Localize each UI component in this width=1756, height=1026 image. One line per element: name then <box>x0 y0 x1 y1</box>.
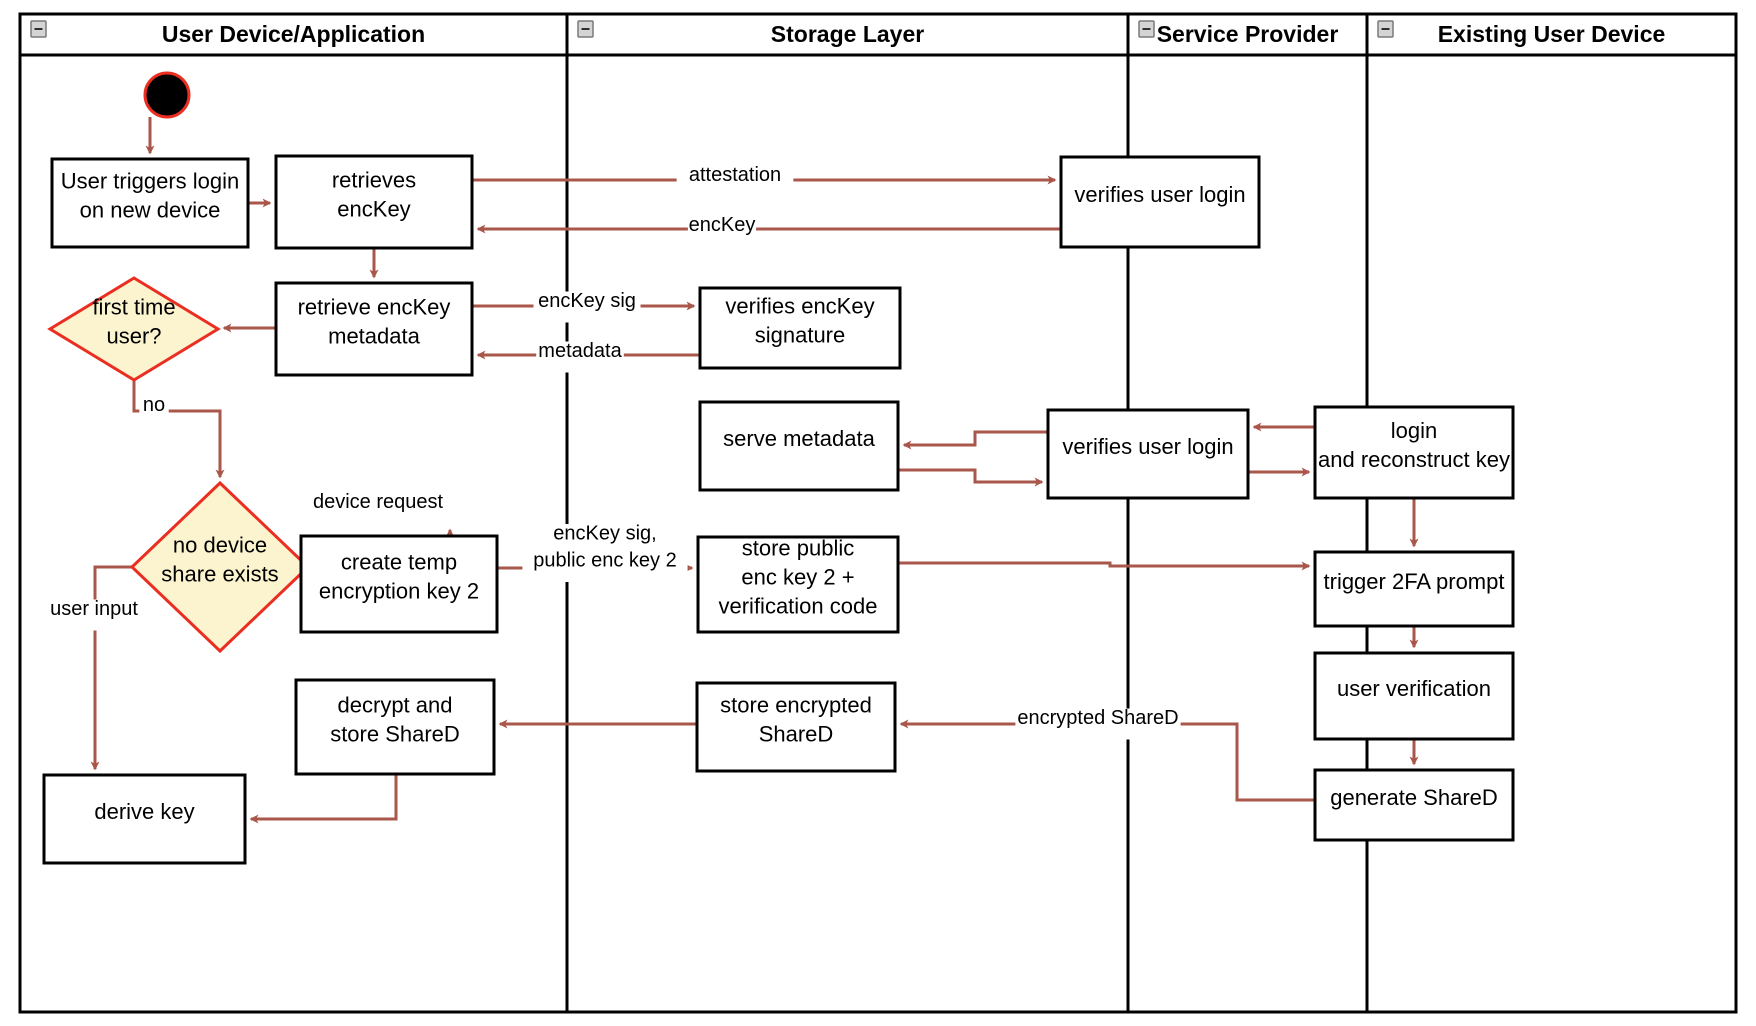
lane-user-device-label: User Device/Application <box>162 21 425 47</box>
svg-text:derive key: derive key <box>94 799 194 824</box>
edge-label-label-device-request: device request <box>305 491 451 524</box>
svg-text:encKey sig,public enc key 2: encKey sig,public enc key 2 <box>533 523 676 572</box>
edge-serve-metadata-to-service <box>898 468 1044 487</box>
action-box <box>299 534 499 634</box>
svg-text:encrypted ShareD: encrypted ShareD <box>1017 707 1178 729</box>
minus-box-icon[interactable] <box>1138 20 1155 38</box>
decision-shape <box>47 276 221 382</box>
edge-label-label-enckey-sig-2: encKey sig,public enc key 2 <box>522 523 688 582</box>
svg-text:verifies user login: verifies user login <box>1062 434 1233 459</box>
action-box <box>274 154 474 250</box>
edge-store-public-key-to-2fa <box>898 561 1311 571</box>
edge-label-label-no: no <box>139 394 169 427</box>
edge-label-label-enckey-sig: encKey sig <box>533 290 641 323</box>
node-start[interactable] <box>143 71 191 119</box>
lane-storage[interactable]: Storage Layer <box>565 12 1130 1014</box>
svg-text:generate ShareD: generate ShareD <box>1330 785 1498 810</box>
svg-text:metadata: metadata <box>538 340 622 362</box>
action-box <box>1059 155 1261 249</box>
action-box <box>1313 405 1515 500</box>
lane-existing-body <box>1365 53 1738 1014</box>
lane-storage-header <box>565 12 1130 57</box>
initial-node-icon <box>143 71 191 119</box>
svg-text:serve metadata: serve metadata <box>723 426 875 451</box>
action-box <box>42 773 247 865</box>
edge-label-label-attestation: attestation <box>676 164 794 197</box>
minus-box-icon[interactable] <box>577 20 594 38</box>
action-box <box>698 400 900 492</box>
action-box <box>1313 768 1515 842</box>
edge-decrypt-to-derive <box>249 774 398 824</box>
node-derive-key[interactable]: derive key <box>42 773 247 865</box>
svg-text:trigger 2FA prompt: trigger 2FA prompt <box>1324 569 1505 594</box>
node-serve-metadata[interactable]: serve metadata <box>698 400 900 492</box>
node-generate-shared[interactable]: generate ShareD <box>1313 768 1515 842</box>
edge-labels-container: attestation encKey encKey sig metadata no dev… <box>40 164 1181 740</box>
minus-box-icon[interactable] <box>30 20 47 38</box>
svg-text:device request: device request <box>313 491 444 513</box>
action-box <box>696 535 900 634</box>
edge-service-to-serve-metadata <box>902 430 1048 450</box>
lane-existing-label: Existing User Device <box>1438 21 1666 47</box>
action-box <box>695 681 897 773</box>
node-verifies-login-1[interactable]: verifies user login <box>1059 155 1261 249</box>
action-box <box>698 286 902 370</box>
edge-no-branch <box>132 380 225 479</box>
minus-box-icon[interactable] <box>1377 20 1394 38</box>
svg-text:no: no <box>143 394 165 416</box>
svg-text:user verification: user verification <box>1337 676 1491 701</box>
action-box <box>1313 550 1515 628</box>
edge-user-input <box>90 565 132 771</box>
action-box <box>50 157 250 249</box>
edge-label-label-enckey: encKey <box>687 214 757 247</box>
lane-existing-header <box>1365 12 1738 57</box>
edge-label-label-user-input: user input <box>40 598 148 631</box>
action-box <box>1046 408 1250 500</box>
svg-text:user input: user input <box>50 598 138 620</box>
lane-service-label: Service Provider <box>1157 21 1339 47</box>
decision-shape <box>129 480 311 654</box>
svg-text:verifies user login: verifies user login <box>1074 182 1245 207</box>
lane-existing[interactable]: Existing User Device <box>1365 12 1738 1014</box>
edge-label-label-encrypted-shared: encrypted ShareD <box>1015 707 1181 740</box>
action-box <box>1313 651 1515 741</box>
action-box <box>274 281 474 377</box>
svg-text:attestation: attestation <box>689 164 781 186</box>
node-verifies-login-2[interactable]: verifies user login <box>1046 408 1250 500</box>
lane-storage-label: Storage Layer <box>771 21 924 47</box>
action-box <box>294 678 496 776</box>
node-user-verification[interactable]: user verification <box>1313 651 1515 741</box>
svg-text:encKey sig: encKey sig <box>538 290 636 312</box>
node-trigger-2fa[interactable]: trigger 2FA prompt <box>1313 550 1515 628</box>
edge-label-label-metadata: metadata <box>536 340 624 373</box>
svg-text:encKey: encKey <box>689 214 756 236</box>
